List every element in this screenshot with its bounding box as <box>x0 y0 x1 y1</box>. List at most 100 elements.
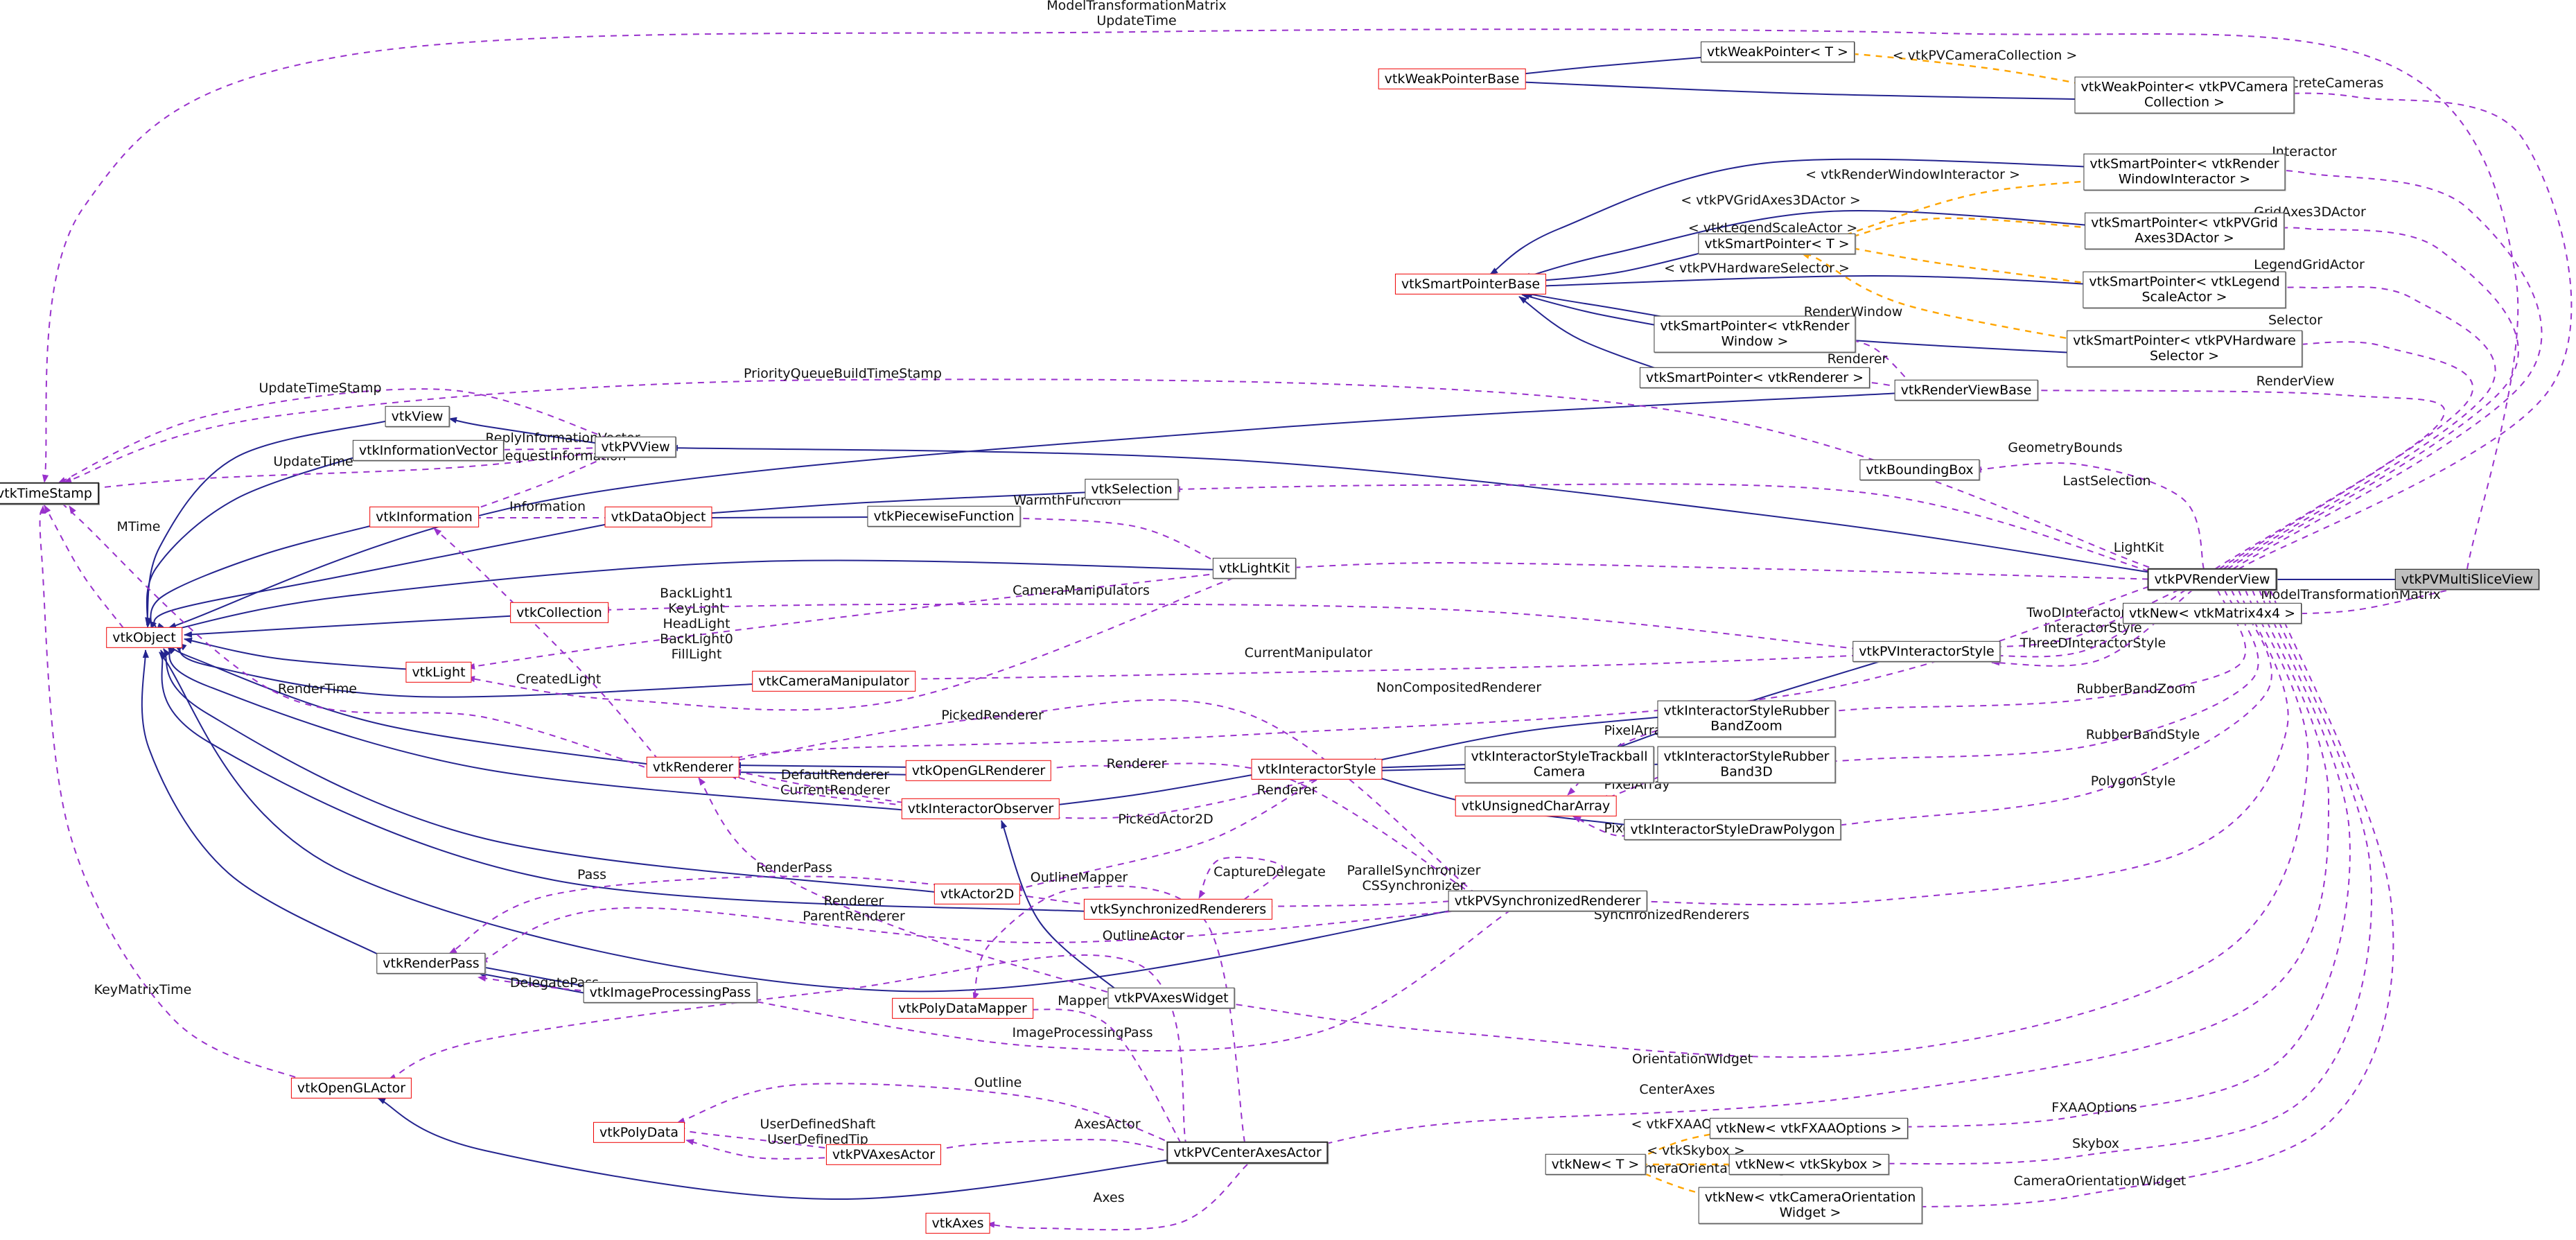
node-vtkpvrenderview[interactable]: vtkPVRenderView <box>2147 568 2277 591</box>
node-vtksmartpointer-t[interactable]: vtkSmartPointer< T > <box>1698 233 1856 255</box>
edge-label-pvrenderview-bbox: GeometryBounds <box>2008 440 2122 455</box>
node-vtksmartpointer-vtkrenderwindowinteractor[interactable]: vtkSmartPointer< vtkRender WindowInterac… <box>2083 153 2286 191</box>
edge-label-pvrenderview-lightkit: LightKit <box>2114 540 2164 555</box>
edge-renderer-object <box>172 644 656 766</box>
edge-label-wpCam-wpT: < vtkPVCameraCollection > <box>1893 48 2078 63</box>
edge-label-pvview-information: RequestInformation <box>496 448 626 464</box>
node-vtktimestamp[interactable]: vtkTimeStamp <box>0 482 99 505</box>
node-vtkpvaxesactor[interactable]: vtkPVAxesActor <box>825 1144 942 1166</box>
node-vtklight[interactable]: vtkLight <box>405 661 472 683</box>
edge-label-pvrenderview-spRWI: Interactor <box>2272 144 2337 159</box>
edge-label-pvrenderview-timestamp: PriorityQueueBuildTimeStamp <box>744 366 942 381</box>
edge-label-pvsyncrenderer-renderpass: Pass <box>577 867 606 882</box>
edge-wpT-wpbase <box>1514 55 1726 78</box>
edge-pvrenderview-newfxaa <box>1875 589 2351 1130</box>
node-vtkobject[interactable]: vtkObject <box>106 627 182 649</box>
edge-label-pvview-timestamp: UpdateTimeStamp <box>259 381 381 396</box>
node-vtklightkit[interactable]: vtkLightKit <box>1212 557 1297 579</box>
edge-label-intstyle-actor2d: PickedActor2D <box>1118 812 1213 827</box>
edge-label-pvrenderview-spHW: Selector <box>2268 313 2322 328</box>
node-vtkinteractorstyle[interactable]: vtkInteractorStyle <box>1251 758 1383 780</box>
node-vtkpvsynchronizedrenderer[interactable]: vtkPVSynchronizedRenderer <box>1448 890 1647 912</box>
node-vtknew-t[interactable]: vtkNew< T > <box>1545 1153 1646 1176</box>
node-vtkpvaxeswidget[interactable]: vtkPVAxesWidget <box>1107 987 1235 1009</box>
node-vtkinteractorstylerubberbandzoom[interactable]: vtkInteractorStyleRubber BandZoom <box>1657 700 1836 737</box>
edge-view-object <box>145 420 389 626</box>
node-vtkinteractorstyledrawpolygon[interactable]: vtkInteractorStyleDrawPolygon <box>1624 819 1841 841</box>
edge-intstyle-actor2d <box>1014 779 1317 891</box>
node-vtkweakpointerbase[interactable]: vtkWeakPointerBase <box>1378 68 1526 90</box>
node-vtkimageprocessingpass[interactable]: vtkImageProcessingPass <box>583 981 757 1004</box>
edge-pvrenderview-rb3d <box>1814 589 2259 765</box>
node-vtkrenderpass[interactable]: vtkRenderPass <box>376 952 486 975</box>
node-vtkdataobject[interactable]: vtkDataObject <box>604 506 712 528</box>
edge-syncrenderers-syncrenderers <box>1198 856 1283 900</box>
edge-label-pvrenderview-rbzoom: RubberBandZoom <box>2076 681 2196 697</box>
edge-light-object <box>184 637 412 670</box>
node-vtkunsignedchararray[interactable]: vtkUnsignedCharArray <box>1455 795 1617 817</box>
node-vtkinformation[interactable]: vtkInformation <box>369 506 479 528</box>
node-vtkopenglrenderer[interactable]: vtkOpenGLRenderer <box>905 760 1052 782</box>
node-vtksmartpointer-vtklegendscaleactor[interactable]: vtkSmartPointer< vtkLegend ScaleActor > <box>2083 271 2286 308</box>
edge-centeraxes-axes <box>986 1164 1248 1231</box>
edge-label-pvsyncrenderer-renderer: PickedRenderer <box>941 708 1044 723</box>
node-vtkview[interactable]: vtkView <box>385 405 450 428</box>
node-vtksmartpointerbase[interactable]: vtkSmartPointerBase <box>1394 273 1547 295</box>
node-vtkcollection[interactable]: vtkCollection <box>510 602 608 624</box>
edge-label-newskybox-newT: < vtkSkybox > <box>1647 1143 1745 1158</box>
edge-label-pvrenderview-selection: LastSelection <box>2062 473 2150 489</box>
node-vtksmartpointer-vtkrenderer[interactable]: vtkSmartPointer< vtkRenderer > <box>1639 367 1870 389</box>
edge-label-centeraxes-polymapper: OutlineMapper <box>1031 870 1128 885</box>
edge-renderer-timestamp <box>58 498 656 771</box>
edge-syncrenderers-object <box>160 649 1105 913</box>
node-vtkpolydata[interactable]: vtkPolyData <box>593 1121 685 1144</box>
node-vtkactor2d[interactable]: vtkActor2D <box>934 883 1021 905</box>
node-vtkinformationvector[interactable]: vtkInformationVector <box>352 439 505 462</box>
node-vtkpvinteractorstyle[interactable]: vtkPVInteractorStyle <box>1852 640 2001 663</box>
node-vtkaxes[interactable]: vtkAxes <box>925 1212 990 1234</box>
edge-label-rbzoom-uchararray: PixelArray <box>1604 723 1670 738</box>
node-vtknew-vtkfxaaoptions[interactable]: vtkNew< vtkFXAAOptions > <box>1709 1117 1909 1139</box>
node-vtkinteractorobserver[interactable]: vtkInteractorObserver <box>901 798 1060 820</box>
edge-label-renderer-timestamp: RenderTime <box>278 681 357 697</box>
edge-intobserver-object <box>167 646 915 812</box>
edge-pvrenderview-centeraxes <box>1309 589 2330 1149</box>
node-vtkopenglactor[interactable]: vtkOpenGLActor <box>290 1077 412 1099</box>
node-vtksmartpointer-vtkrenderwindow[interactable]: vtkSmartPointer< vtkRender Window > <box>1654 315 1856 353</box>
node-vtkselection[interactable]: vtkSelection <box>1085 478 1179 500</box>
node-vtkweakpointer-t[interactable]: vtkWeakPointer< T > <box>1701 41 1855 63</box>
node-vtkrenderer[interactable]: vtkRenderer <box>646 756 740 778</box>
edge-label-pvrenderview-pvaxeswidget: OrientationWidget <box>1632 1051 1753 1067</box>
edge-spGrid-spbase <box>1522 210 2118 279</box>
node-vtkpolydatamapper[interactable]: vtkPolyDataMapper <box>892 997 1033 1020</box>
node-vtknew-vtkmatrix4x4[interactable]: vtkNew< vtkMatrix4x4 > <box>2123 602 2302 625</box>
edge-pvintstyle-cameramanip <box>899 654 1870 683</box>
edge-infovector-object <box>145 451 373 628</box>
edge-label-pvrenderview-newfxaa: FXAAOptions <box>2051 1100 2137 1115</box>
node-vtkinteractorstylerubberband3d[interactable]: vtkInteractorStyleRubber Band3D <box>1657 746 1836 783</box>
node-vtkpvcenteraxesactor[interactable]: vtkPVCenterAxesActor <box>1166 1141 1329 1164</box>
node-vtkpvmultisliceview[interactable]: vtkPVMultiSliceView <box>2394 568 2540 591</box>
node-vtkweakpointer-vtkpvcameracollection[interactable]: vtkWeakPointer< vtkPVCamera Collection > <box>2074 76 2295 114</box>
edge-label-spLegend-spT: < vtkLegendScaleActor > <box>1688 220 1858 236</box>
node-vtkboundingbox[interactable]: vtkBoundingBox <box>1859 459 1980 481</box>
node-vtkcameramanipulator[interactable]: vtkCameraManipulator <box>752 670 915 692</box>
edge-label-pvrenderview-rb3d: RubberBandStyle <box>2086 727 2200 742</box>
edge-label-centeraxes-pvaxesactor: AxesActor <box>1074 1117 1140 1132</box>
node-vtkrenderviewbase[interactable]: vtkRenderViewBase <box>1894 379 2038 401</box>
node-vtkinteractorstyletrackballcamera[interactable]: vtkInteractorStyleTrackball Camera <box>1464 746 1654 783</box>
node-vtksmartpointer-vtkpvgridaxes3dactor[interactable]: vtkSmartPointer< vtkPVGrid Axes3DActor > <box>2085 212 2284 250</box>
edge-centeraxes-polymapper <box>1021 1007 1187 1154</box>
node-vtkpiecewisefunction[interactable]: vtkPiecewiseFunction <box>867 505 1021 527</box>
node-vtknew-vtkskybox[interactable]: vtkNew< vtkSkybox > <box>1728 1153 1889 1176</box>
node-vtksynchronizedrenderers[interactable]: vtkSynchronizedRenderers <box>1083 898 1273 920</box>
edge-pvrenderview-newskybox <box>1865 589 2372 1167</box>
node-vtkpvview[interactable]: vtkPVView <box>595 436 676 458</box>
node-vtksmartpointer-vtkpvhardwareselector[interactable]: vtkSmartPointer< vtkPVHardware Selector … <box>2067 330 2302 367</box>
edge-pvrenderview-spGrid <box>2227 227 2519 570</box>
edge-label-pvrenderview-spLegend: LegendGridActor <box>2254 257 2365 272</box>
edge-pvrenderview-spLegend <box>2223 286 2496 570</box>
node-vtknew-vtkcameraorientationwidget[interactable]: vtkNew< vtkCameraOrientation Widget > <box>1698 1187 1922 1224</box>
